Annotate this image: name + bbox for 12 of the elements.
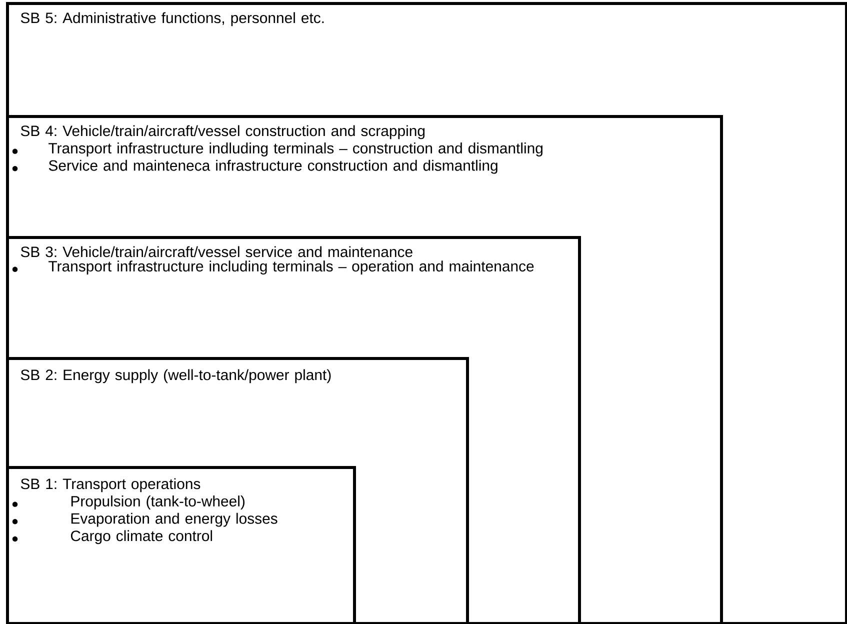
bullet-item: Cargo climate control: [70, 530, 212, 544]
bullet-item: Evaporation and energy losses: [71, 512, 278, 527]
box-heading: SB 4: Vehicle/train/aircraft/vessel construction and scrapping: [20, 125, 425, 140]
nested-box: [6, 466, 356, 624]
box-heading: SB 1: Transport operations: [20, 478, 200, 492]
bullet-item: Service and mainteneca infrastructure construction and dismantling: [48, 160, 498, 174]
box-heading: SB 5: Administrative functions, personnel etc.: [20, 12, 324, 26]
bullet-item: Propulsion (tank-to-wheel): [71, 496, 244, 510]
box-heading: SB 3: Vehicle/train/aircraft/vessel service and maintenance: [20, 246, 412, 258]
box-heading: SB 2: Energy supply (well-to-tank/power plant): [20, 369, 331, 384]
bullet-item: Transport infrastructure including terminals – operation and maintenance: [48, 260, 534, 274]
bullet-item: Transport infrastructure indluding terminals – construction and dismantling: [48, 142, 542, 156]
